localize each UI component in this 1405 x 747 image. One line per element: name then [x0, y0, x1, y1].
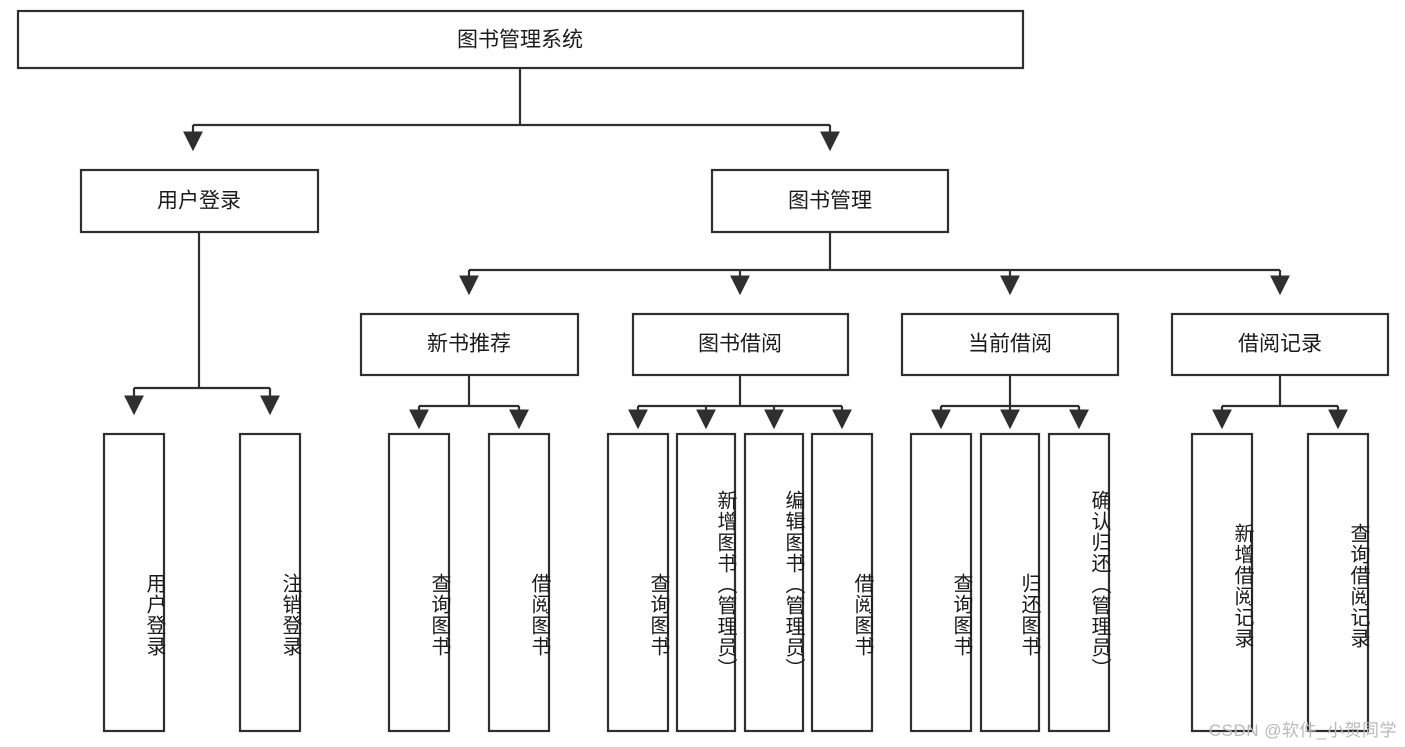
leaf-borrow-book-2-rect[interactable]	[810, 432, 874, 733]
node-borrow-record-label: 借阅记录	[1238, 333, 1322, 356]
connector-borrow-record-to-leaves	[1212, 375, 1348, 430]
leaf-confirm-return-rect[interactable]	[1047, 432, 1111, 733]
node-book-borrow-rect[interactable]	[631, 312, 850, 377]
leaf-query-record-rect[interactable]	[1306, 432, 1370, 733]
csdn-watermark: CSDN @软件_小贺同学	[1208, 721, 1397, 740]
connector-root-to-level2	[183, 68, 840, 152]
node-root[interactable]: 图书管理系统	[16, 9, 1025, 70]
leaf-borrow-book-1-rect[interactable]	[487, 432, 551, 733]
node-current-borrow-rect[interactable]	[900, 312, 1120, 377]
node-book-manage-rect[interactable]	[710, 168, 950, 234]
connector-book-borrow-to-leaves	[628, 375, 852, 430]
leaf-query-book-3-rect[interactable]	[909, 432, 973, 733]
leaf-add-book-rect[interactable]	[675, 432, 737, 733]
node-current-borrow[interactable]: 当前借阅	[900, 312, 1120, 377]
leaf-logout-rect[interactable]	[238, 432, 302, 733]
connector-current-borrow-to-leaves	[931, 375, 1089, 430]
node-new-book-recommend[interactable]: 新书推荐	[359, 312, 580, 377]
connector-book-manage-to-level3	[459, 232, 1290, 296]
leaf-return-book-rect[interactable]	[979, 432, 1041, 733]
node-borrow-record[interactable]: 借阅记录	[1170, 312, 1390, 377]
node-new-book-recommend-rect[interactable]	[359, 312, 580, 377]
leaf-query-book-1-rect[interactable]	[387, 432, 451, 733]
node-book-borrow[interactable]: 图书借阅	[631, 312, 850, 377]
leaf-query-book-2-rect[interactable]	[606, 432, 670, 733]
node-book-borrow-label: 图书借阅	[698, 333, 782, 356]
node-current-borrow-label: 当前借阅	[968, 333, 1052, 356]
node-user-login-label: 用户登录	[157, 190, 241, 213]
node-borrow-record-rect[interactable]	[1170, 312, 1390, 377]
leaf-edit-book-rect[interactable]	[743, 432, 805, 733]
node-user-login[interactable]: 用户登录	[79, 168, 320, 234]
leaf-user-login-rect[interactable]	[102, 432, 166, 733]
node-root-rect[interactable]	[16, 9, 1025, 70]
node-root-label: 图书管理系统	[457, 29, 583, 52]
node-book-manage-label: 图书管理	[788, 190, 872, 213]
connector-new-book-to-leaves	[409, 375, 529, 430]
node-new-book-recommend-label: 新书推荐	[427, 333, 511, 356]
leaf-add-record-rect[interactable]	[1190, 432, 1254, 733]
node-book-manage[interactable]: 图书管理	[710, 168, 950, 234]
connector-user-login-to-leaves	[124, 232, 280, 416]
